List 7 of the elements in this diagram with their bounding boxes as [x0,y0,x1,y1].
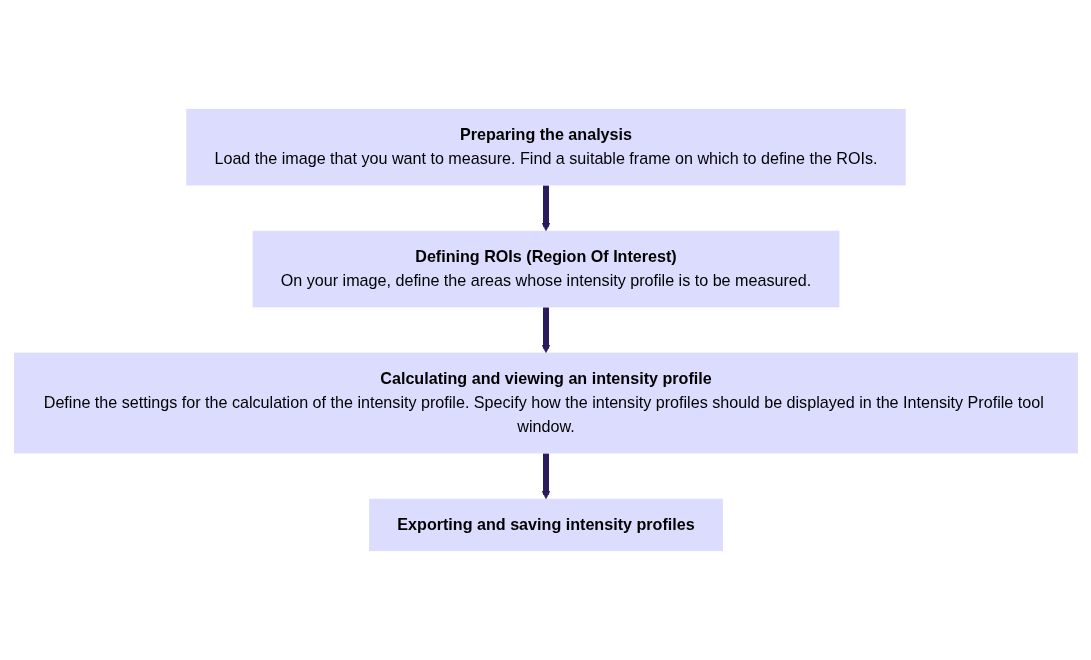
node-box: Exporting and saving intensity profiles [368,498,723,552]
node-box: Preparing the analysis Load the image that you want to measure. Find a suitable frame on which to define the ROIs. [185,108,906,186]
node-box: Defining ROIs (Region Of Interest) On your image, define the areas whose intensity profile is to be measured. [252,230,839,308]
node-box: Calculating and viewing an intensity profile Define the settings for the calculation of the intensity profile. Specify how the intensity profiles should be displayed in the Intensity Profile tool window. [13,352,1078,454]
arrow [541,453,550,500]
arrow [541,185,550,232]
arrow [541,307,550,354]
